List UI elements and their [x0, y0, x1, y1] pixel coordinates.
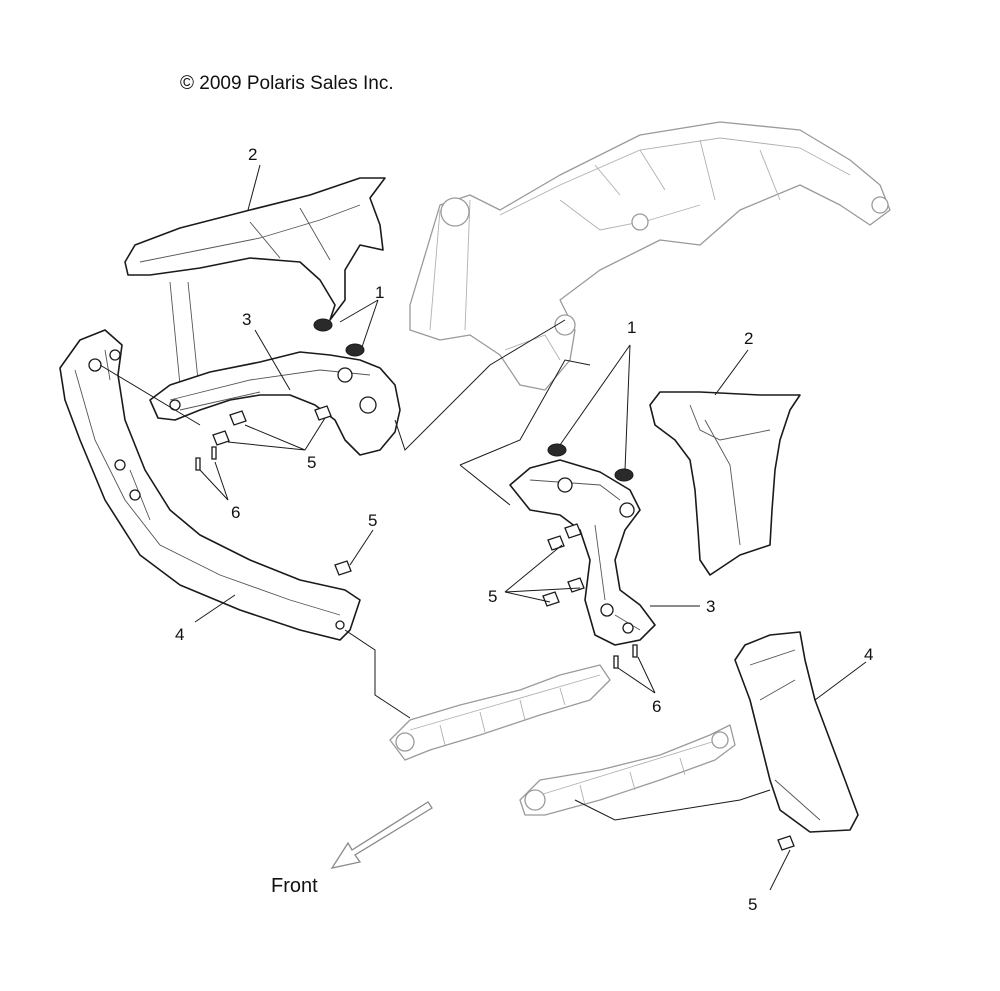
- front-label: Front: [271, 875, 318, 897]
- part-4-right-pad: [734, 631, 859, 833]
- part-2-right-cover: [649, 391, 801, 576]
- callout-6-right: 6: [652, 697, 661, 716]
- part-3-right-bracket: [509, 459, 656, 646]
- callout-5-right-group: 5: [488, 587, 497, 606]
- copyright-text: © 2009 Polaris Sales Inc.: [180, 73, 394, 94]
- callouts: 2 1 3 5 6 5 4 1 2 5 3 4 6 5: [175, 145, 873, 914]
- callout-5-left-single: 5: [368, 511, 377, 530]
- callout-5-right-single: 5: [748, 895, 757, 914]
- part-2-left-cover: [124, 177, 386, 386]
- front-arrow-icon: [330, 801, 433, 869]
- callout-4-right: 4: [864, 645, 873, 664]
- lower-rail-left-ghost: [389, 664, 611, 761]
- callout-2-left: 2: [248, 145, 257, 164]
- part-3-left-bracket: [149, 351, 401, 456]
- callout-3-left: 3: [242, 310, 251, 329]
- part-4-left-rail: [59, 329, 361, 641]
- callout-5-left-group: 5: [307, 453, 316, 472]
- callout-6-left: 6: [231, 503, 240, 522]
- leader-lines: [99, 164, 867, 891]
- hardware-screws: [195, 446, 638, 669]
- callout-3-right: 3: [706, 597, 715, 616]
- callout-1-right: 1: [627, 318, 636, 337]
- callout-4-left: 4: [175, 625, 184, 644]
- hardware-nuts: [313, 318, 634, 482]
- lower-rail-right-ghost: [519, 724, 736, 816]
- callout-2-right: 2: [744, 329, 753, 348]
- frame-ghost: [409, 121, 891, 391]
- callout-1-left: 1: [375, 283, 384, 302]
